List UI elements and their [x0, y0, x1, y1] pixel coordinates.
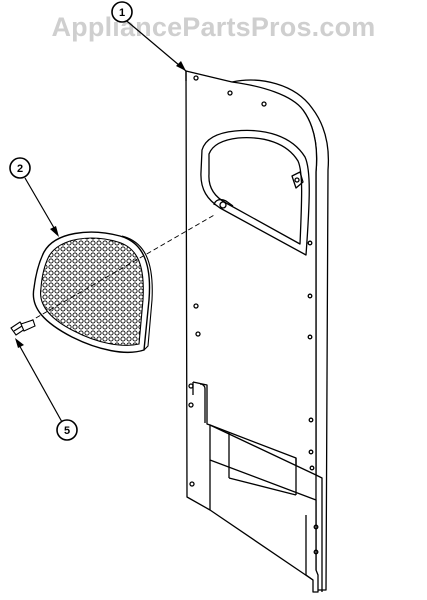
callout-2-arrowhead: [50, 226, 59, 237]
callout-5-label: 5: [64, 425, 70, 437]
site-watermark: AppliancePartsPros.com: [51, 12, 376, 42]
callout-1-arrowhead: [176, 61, 186, 71]
callout-5-arrowhead: [15, 338, 24, 348]
callout-1-label: 1: [119, 7, 125, 19]
callout-1: 1: [111, 1, 187, 72]
alignment-dashed-line: [21, 213, 217, 327]
callout-5-circle: [56, 419, 78, 441]
callout-2-leader: [24, 177, 58, 234]
callout-5-leader: [17, 342, 63, 423]
callout-2-label: 2: [17, 163, 23, 175]
callout-2: 2: [9, 157, 59, 237]
screw: [10, 319, 36, 336]
callout-1-leader: [121, 16, 187, 72]
exhaust-grille: [32, 231, 153, 353]
callout-2-circle: [9, 157, 31, 179]
rear-panel: [185, 70, 330, 593]
callout-5: 5: [15, 338, 78, 441]
callout-1-circle: [111, 1, 133, 23]
